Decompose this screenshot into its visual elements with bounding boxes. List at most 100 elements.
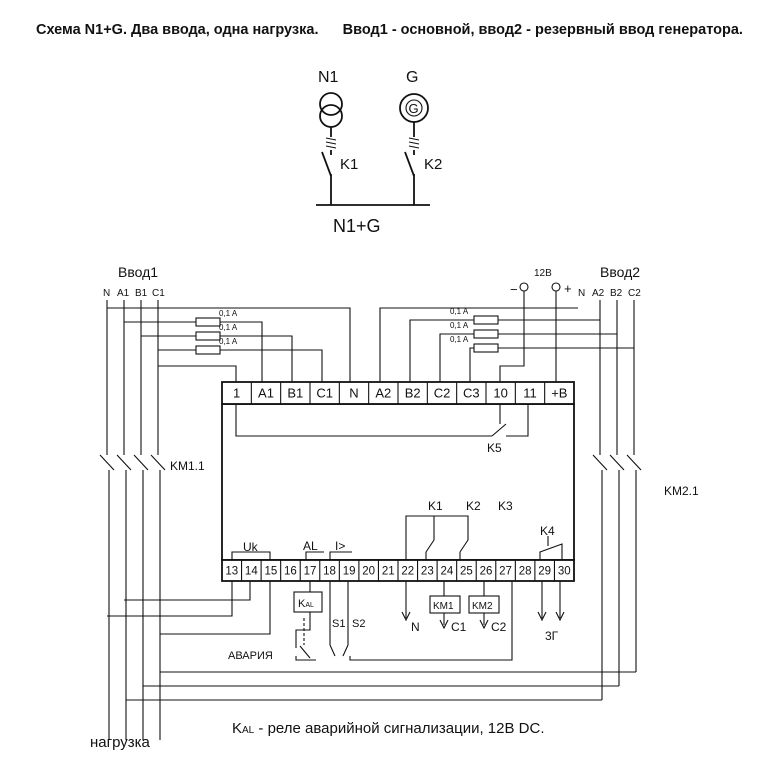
t19-wire: [342, 581, 349, 657]
switch2-blade-icon: [404, 151, 415, 177]
bus-label: N1+G: [333, 216, 381, 236]
out-c2-label: C2: [491, 620, 507, 634]
out-3g-label: 3Г: [545, 629, 559, 643]
title-bold: Схема N1+G.: [36, 22, 127, 38]
k5-label: K5: [487, 441, 502, 455]
input1-top-rail: [107, 307, 351, 382]
top-terminal-label: C3: [463, 386, 480, 401]
top-terminal-label: 11: [523, 386, 537, 401]
note-k: K: [232, 720, 242, 737]
uk-bracket: [231, 551, 271, 560]
switch1-label: K1: [340, 156, 358, 173]
generator-inner-icon: [405, 99, 423, 117]
k4-contact-icon: [539, 543, 563, 560]
input2-fuse-c: [469, 347, 634, 382]
al-label: AL: [303, 539, 318, 553]
bottom-terminal-label: 17: [304, 566, 317, 578]
fuse-input1-c: [195, 345, 221, 355]
k2-contact-icon: [459, 528, 469, 560]
input2-header: Ввод2 12В − + N A2 B2 C2: [510, 264, 641, 299]
alarm-wire: [295, 656, 316, 661]
input2-c2-wire: [633, 300, 637, 672]
km21-label: KM2.1: [664, 484, 699, 498]
top-scheme: N1 G G K1 K2 N1+G: [316, 69, 442, 236]
source2-label: G: [406, 69, 418, 86]
top-terminal-label: A2: [375, 386, 391, 401]
top-terminal-label: B2: [405, 386, 421, 401]
km21-contacts-icon: [592, 454, 642, 471]
k3-label: K3: [498, 499, 513, 513]
fuse-input1-a: [195, 317, 221, 327]
power-plus: +: [564, 281, 572, 296]
input1-c1-wire: [157, 300, 161, 740]
input1-line-n: N: [103, 288, 110, 299]
input1-fuse-c: [158, 349, 323, 382]
input1-ctrl-wire: [158, 365, 237, 382]
input2-b2-wire: [616, 300, 620, 686]
top-terminal-label: +B: [551, 386, 567, 401]
bottom-terminal-label: 18: [323, 566, 336, 578]
source1-label: N1: [318, 69, 339, 86]
input2-a2-wire: [599, 300, 603, 700]
input1-fuse-a: [124, 321, 263, 382]
input1-b1-wire: [140, 300, 144, 740]
power-plus-terminal-icon: [551, 282, 561, 292]
power-minus: −: [510, 282, 518, 297]
kal-relay-box: [293, 591, 323, 613]
alarm-switch-icon: [299, 645, 311, 659]
source1-ground-icon: [325, 137, 337, 149]
km2-coil-label: KM2: [472, 601, 493, 612]
input1-line-a1: A1: [117, 288, 130, 299]
input1-n-wire: [106, 300, 110, 740]
t18-wire: [329, 581, 336, 657]
top-terminal-label: N: [349, 386, 358, 401]
fuse-input1-a-label: 0,1 A: [219, 309, 238, 318]
k4-label: K4: [540, 524, 555, 538]
wiring: [99, 291, 642, 740]
transformer-coil-top-icon: [319, 92, 343, 116]
fuse-input2-c-label: 0,1 A: [450, 335, 469, 344]
uk-label: Uk: [243, 540, 259, 554]
bottom-terminal-label: 13: [225, 566, 238, 578]
power-label: 12В: [534, 268, 552, 279]
source2-ground-icon: [408, 137, 420, 149]
bottom-terminal-label: 23: [421, 566, 434, 578]
bottom-terminal-label: 26: [480, 566, 493, 578]
switch2-label: K2: [424, 156, 442, 173]
load-label: нагрузка: [90, 734, 151, 751]
input2-fuse-b: [439, 333, 617, 382]
out-c1-wire: [439, 613, 449, 630]
bottom-terminal-label: 27: [499, 566, 512, 578]
power-minus-terminal-icon: [519, 282, 529, 292]
bottom-terminal-label: 16: [284, 566, 297, 578]
out-3g-wire-a: [537, 581, 547, 622]
k1-label: K1: [428, 499, 443, 513]
input1-title: Ввод1: [118, 264, 158, 280]
bottom-terminal-label: 28: [519, 566, 532, 578]
out-c1-label: C1: [451, 620, 467, 634]
km2-coil-box: [468, 595, 500, 614]
footer-note: KAL - реле аварийной сигнализации, 12В D…: [232, 720, 545, 737]
k1-contact-icon: [425, 528, 435, 560]
i-bracket: [329, 551, 352, 560]
out-n-label: N: [411, 620, 420, 634]
title-rest: Два ввода, одна нагрузка.: [131, 22, 319, 38]
i-label: I>: [335, 539, 345, 553]
fuse-input2-b: [473, 329, 499, 339]
fuse-input1-b: [195, 331, 221, 341]
fuse-input2-a: [473, 315, 499, 325]
al-bracket: [305, 551, 324, 560]
power-minus-wire: [499, 291, 525, 382]
km11-contacts-icon: [99, 454, 166, 471]
input2-title: Ввод2: [600, 264, 640, 280]
title-right: Ввод1 - основной, ввод2 - резервный ввод…: [342, 22, 743, 38]
s1-label: S1: [332, 618, 345, 630]
alarm-label: АВАРИЯ: [228, 650, 273, 662]
input2-line-n: N: [578, 288, 585, 299]
top-terminal-label: A1: [258, 386, 274, 401]
kal-lower-wire: [295, 612, 311, 648]
input1-line-b1: B1: [135, 288, 148, 299]
